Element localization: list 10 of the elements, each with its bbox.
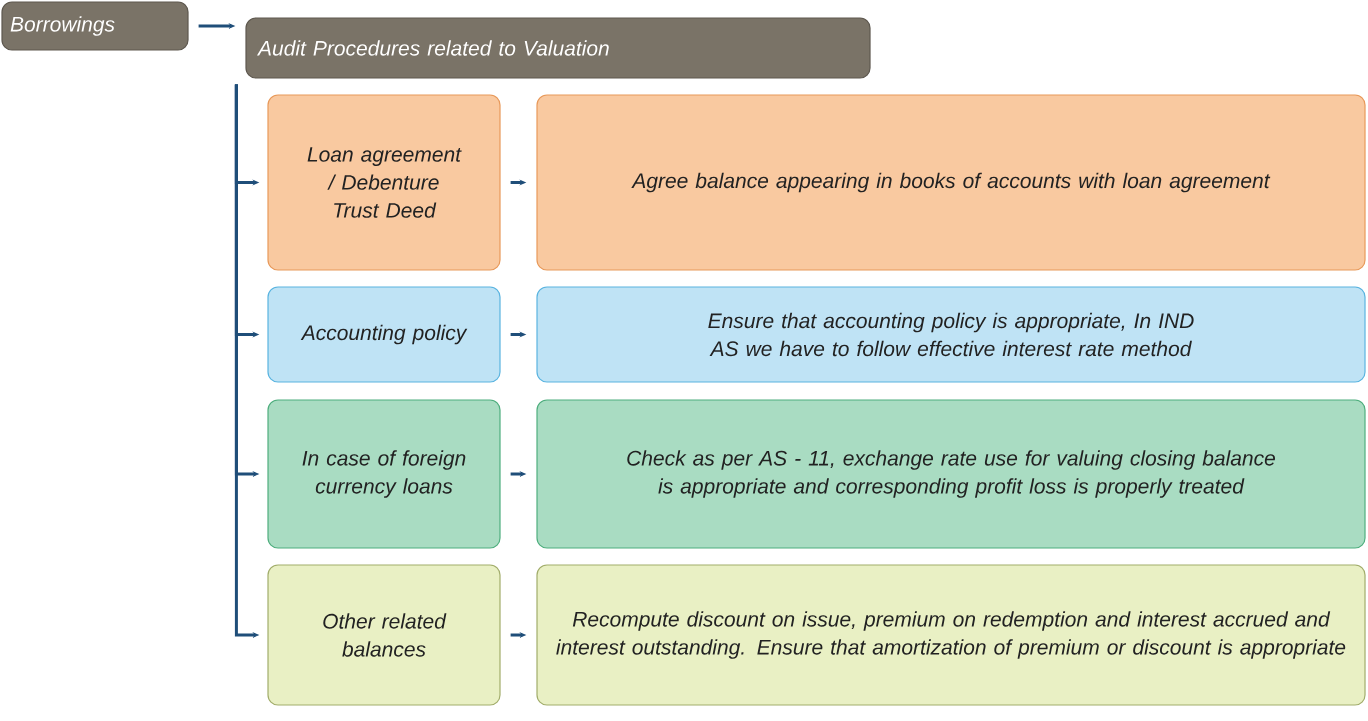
- process-box: Accounting policy: [267, 286, 501, 383]
- process-box: In case of foreign currency loans: [267, 399, 501, 549]
- process-box: Agree balance appearing in books of accounts with loan agreement: [536, 94, 1366, 271]
- process-box: Loan agreement / Debenture Trust Deed: [267, 94, 501, 271]
- header-box: Borrowings: [1, 1, 189, 51]
- process-box: Check as per AS - 11, exchange rate use for valuing closing balance is appropriate and corresponding profit loss is properly treated: [536, 399, 1366, 549]
- header-box: Audit Procedures related to Valuation: [245, 17, 871, 79]
- process-box: Recompute discount on issue, premium on redemption and interest accrued and interest outstanding. Ensure that amortization of premium or discount is appropriate: [536, 564, 1366, 706]
- process-box: Other related balances: [267, 564, 501, 706]
- process-box: Ensure that accounting policy is appropriate, In IND AS we have to follow effective interest rate method: [536, 286, 1366, 383]
